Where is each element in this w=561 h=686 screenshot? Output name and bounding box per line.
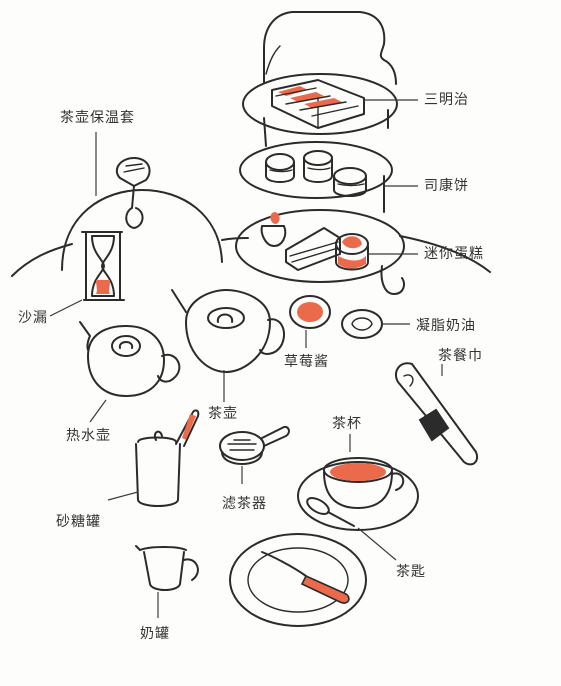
hourglass-illustration xyxy=(81,231,125,301)
scones-illustration xyxy=(265,150,367,197)
tea-strainer-illustration xyxy=(219,426,290,465)
leader-lines xyxy=(49,99,443,618)
napkin-illustration xyxy=(394,362,478,466)
jam-dish-illustration xyxy=(289,295,331,329)
milk-jug-illustration xyxy=(135,545,199,591)
teacup-illustration xyxy=(297,457,419,531)
label-teaspoon: 茶匙 xyxy=(396,564,426,580)
cake-stand xyxy=(235,11,405,295)
clotted-cream-dish-illustration xyxy=(341,309,383,339)
label-milk-jug: 奶罐 xyxy=(140,626,170,642)
mini-cakes-illustration xyxy=(260,212,369,271)
label-strainer: 滤茶器 xyxy=(222,496,267,512)
label-teacup: 茶杯 xyxy=(332,416,362,432)
label-kettle: 热水壶 xyxy=(66,428,111,444)
label-tea-cosy: 茶壶保温套 xyxy=(60,110,135,126)
plate-with-knife-illustration xyxy=(229,533,367,627)
tea-cosy-illustration xyxy=(61,157,223,271)
kettle-illustration xyxy=(79,321,181,397)
label-sugar-bowl: 砂糖罐 xyxy=(56,514,101,530)
label-scone: 司康饼 xyxy=(424,178,469,194)
label-teapot: 茶壶 xyxy=(208,406,238,422)
label-napkin: 茶餐巾 xyxy=(438,348,483,364)
sugar-bowl-illustration xyxy=(135,409,200,507)
teapot-illustration xyxy=(171,289,286,373)
label-sandwich: 三明治 xyxy=(424,92,469,108)
label-mini-cake: 迷你蛋糕 xyxy=(424,246,484,262)
label-jam: 草莓酱 xyxy=(284,354,329,370)
label-clotted-cream: 凝脂奶油 xyxy=(416,318,476,334)
teaspoon-illustration xyxy=(306,497,355,527)
sandwiches-illustration xyxy=(271,79,365,129)
label-hourglass: 沙漏 xyxy=(18,310,48,326)
table-edge xyxy=(11,243,73,277)
